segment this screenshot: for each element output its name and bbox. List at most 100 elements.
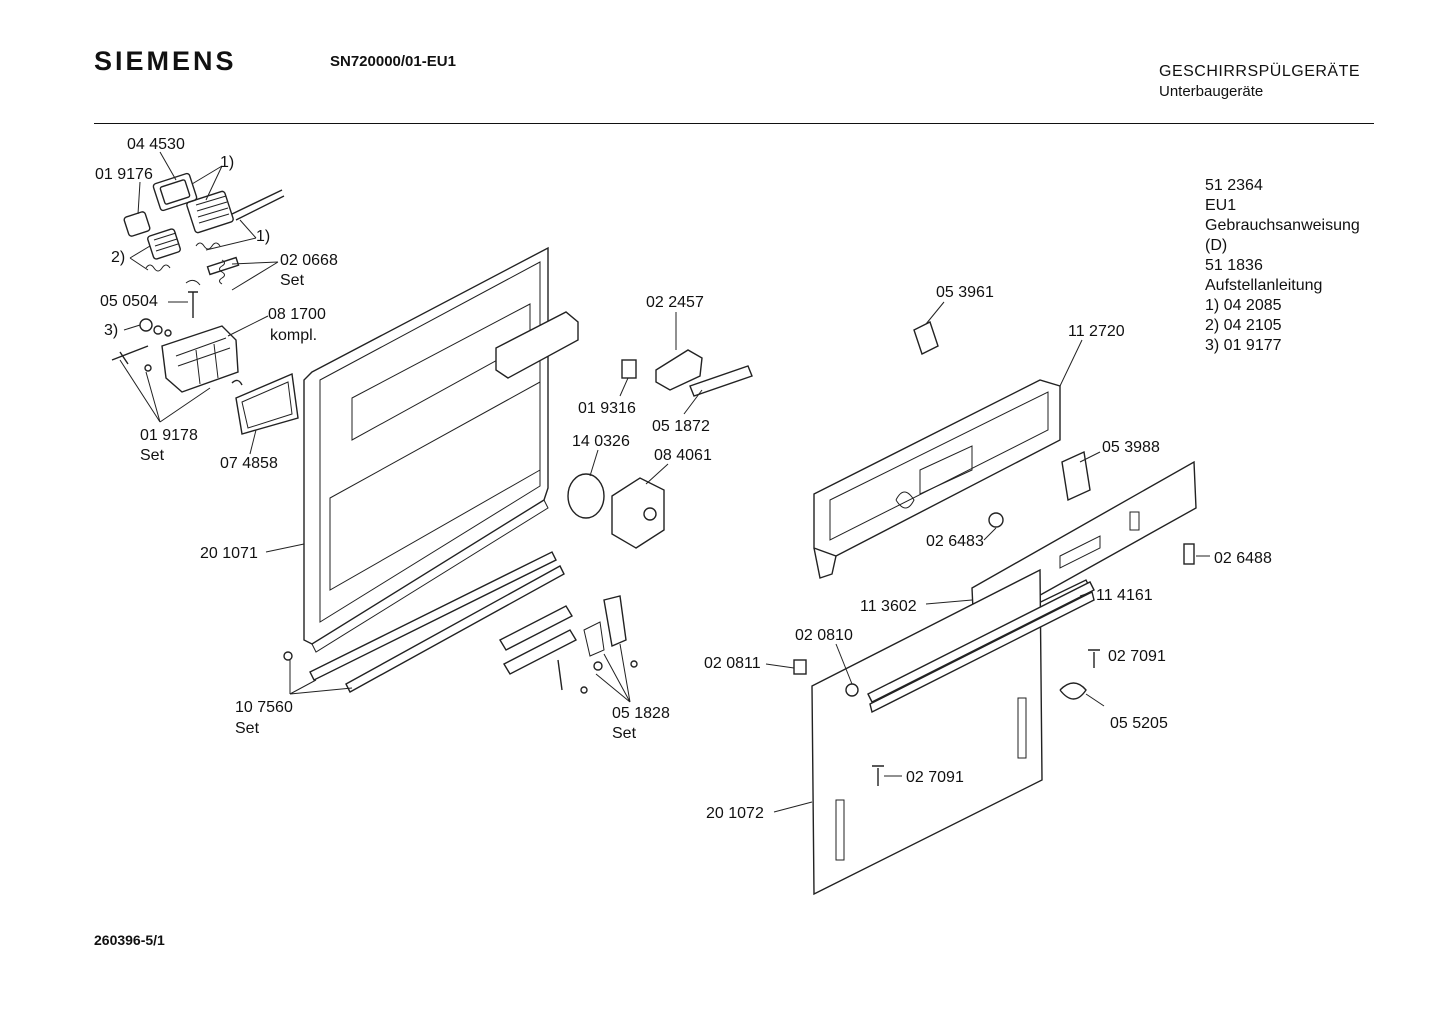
hook-part — [231, 379, 243, 386]
switch-053988 — [1061, 450, 1091, 502]
hinge-arm — [603, 595, 627, 647]
label-044530: 04 4530 — [127, 136, 185, 153]
leader-ref3 — [123, 324, 141, 331]
note-line: 3) 01 9177 — [1205, 337, 1282, 354]
fascia-slot — [1129, 511, 1140, 531]
panel-housing-foot — [813, 547, 837, 579]
gasket-frame — [235, 372, 299, 435]
screw-pin — [188, 291, 198, 318]
label-114161: 11 4161 — [1096, 587, 1153, 604]
label-027091-a: 02 7091 — [1108, 648, 1166, 665]
hinge-plate — [583, 621, 605, 657]
hinge-pin — [593, 661, 603, 671]
leader-053988 — [1079, 451, 1101, 463]
label-112720: 11 2720 — [1068, 323, 1125, 340]
outer-door-slot-left — [835, 799, 845, 861]
label-140326: 14 0326 — [572, 433, 630, 450]
leader-044530 — [159, 151, 177, 181]
door-handle-bar — [867, 581, 1095, 703]
label-019178-note: Set — [140, 447, 165, 464]
label-019176: 01 9176 — [95, 166, 153, 183]
frame-cover-part — [152, 172, 198, 212]
leader-051828 — [595, 643, 631, 703]
leader-026483 — [983, 527, 997, 541]
label-107560-note: Set — [235, 720, 260, 737]
frame-cover-inner — [159, 179, 191, 205]
rail-upper — [309, 551, 557, 681]
bottom-rails — [283, 551, 565, 693]
panel-housing-socket — [895, 491, 915, 509]
cover-parts-group — [111, 172, 299, 435]
label-020668: 02 0668 — [280, 252, 338, 269]
dispenser-lid-part — [655, 349, 703, 391]
brand-logo: SIEMENS — [94, 46, 237, 76]
label-ref2: 2) — [111, 249, 125, 266]
leader-112720 — [1059, 339, 1083, 387]
label-113602: 11 3602 — [860, 598, 917, 615]
leader-201072 — [773, 801, 813, 813]
inner-door-window — [329, 381, 541, 591]
knob-stem-026483 — [988, 512, 1004, 528]
small-grille-part — [147, 228, 181, 260]
leader-019178 — [119, 359, 211, 423]
small-cover-part — [123, 211, 151, 237]
seal-strip — [231, 189, 285, 221]
inner-door-panel — [303, 246, 579, 653]
inner-door-bottom-edge — [311, 499, 549, 653]
coil-spring — [219, 259, 225, 285]
leader-019316 — [619, 377, 629, 397]
part-labels: 04 4530 01 9176 1) 1) 2) 02 0668 Set 05 … — [95, 136, 1272, 822]
middle-bottom-brackets — [499, 595, 638, 694]
inner-door-outline — [303, 246, 549, 645]
leader-084061 — [645, 463, 669, 485]
lever-part — [111, 345, 149, 365]
leader-055205 — [1085, 693, 1105, 707]
category-subtitle: Unterbaugeräte — [1159, 83, 1264, 100]
bracket-lower — [503, 629, 577, 675]
label-201072: 20 1072 — [706, 805, 764, 822]
note-line: (D) — [1205, 237, 1228, 254]
note-line: EU1 — [1205, 197, 1237, 214]
leader-140326 — [589, 449, 599, 477]
note-line: 51 2364 — [1205, 177, 1263, 194]
label-019178: 01 9178 — [140, 427, 198, 444]
leader-081700 — [227, 315, 269, 337]
knob-055205 — [1059, 682, 1087, 700]
gasket-frame-inner — [241, 381, 293, 429]
latch-bar-part — [689, 365, 753, 397]
leader-020810 — [835, 643, 853, 685]
category-title: GESCHIRRSPÜLGERÄTE — [1159, 63, 1361, 80]
timer-shaft — [643, 507, 657, 521]
label-020668-note: Set — [280, 272, 305, 289]
leader-074858 — [249, 429, 257, 455]
label-051828-note: Set — [612, 725, 637, 742]
ring-part-small — [153, 325, 163, 335]
note-line: 51 1836 — [1205, 257, 1263, 274]
hinge-washer — [630, 660, 638, 668]
label-051828: 05 1828 — [612, 705, 670, 722]
panel-housing-inner — [829, 391, 1049, 541]
clip-020811 — [793, 659, 807, 675]
leader-lines — [119, 151, 1210, 813]
label-ref1a: 1) — [220, 154, 234, 171]
outer-door-body — [811, 568, 1043, 896]
small-grille-slats — [153, 232, 179, 252]
note-line: 2) 04 2105 — [1205, 317, 1282, 334]
label-084061: 08 4061 — [654, 447, 712, 464]
note-line: 1) 04 2085 — [1205, 297, 1282, 314]
label-055205: 05 5205 — [1110, 715, 1168, 732]
leader-020668 — [231, 261, 279, 291]
note-line: Aufstellanleitung — [1205, 277, 1323, 294]
spring-part-2 — [195, 242, 221, 250]
hinge-rod — [557, 659, 563, 691]
panel-housing-opening — [919, 445, 973, 495]
label-ref3: 3) — [104, 322, 118, 339]
model-number: SN720000/01-EU1 — [330, 53, 456, 70]
leader-107560 — [289, 660, 353, 695]
outer-door-panel — [793, 568, 1100, 896]
rail-lower — [345, 565, 565, 693]
label-026483: 02 6483 — [926, 533, 984, 550]
label-201071: 20 1071 — [200, 545, 258, 562]
ring-part-tiny — [164, 329, 172, 337]
